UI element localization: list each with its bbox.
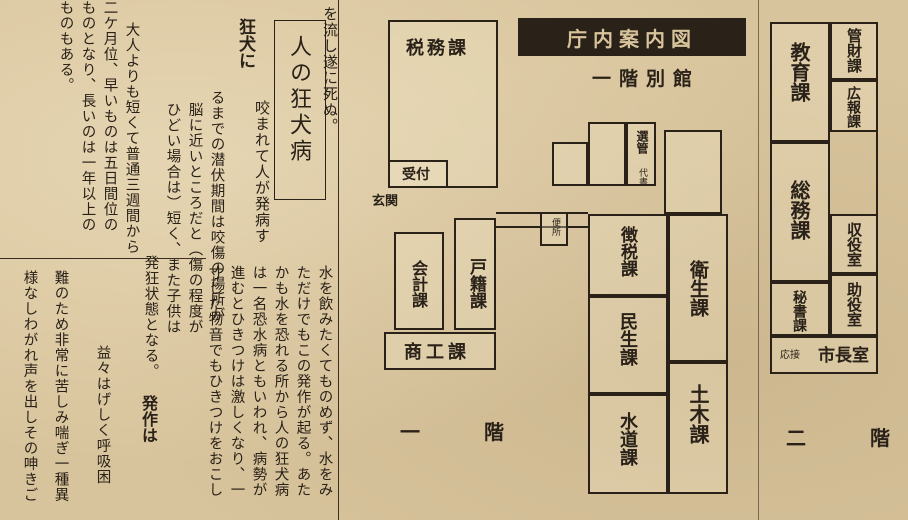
annex-title: 一階別館 [592, 68, 701, 90]
room-eisei: 衛生課 [668, 214, 728, 362]
text-column: ものもある。 [57, 0, 74, 93]
text-column: 益々はげしく呼吸困 [94, 345, 111, 485]
text-column: ものとなり、長いのは一年以上の [79, 0, 96, 233]
room-koho: 広報課 [830, 80, 878, 132]
text-column: は一名恐水病ともいわれ、病勢が [250, 265, 267, 498]
text-column: 大人よりも短くて普通三週間から [123, 22, 140, 255]
room-senkan: 選管 代書 [626, 122, 656, 186]
room-uketsuke: 受付 [388, 160, 448, 188]
text-column: 寸した物音でもひきつけをおこし [206, 265, 223, 498]
room-kyoiku: 教育課 [770, 22, 830, 142]
text-column: 発狂状態となる。 [142, 255, 159, 379]
article-title: 人の狂犬病 [286, 35, 311, 165]
text-column: 様なしわがれ声を出しその呻きご [21, 270, 38, 503]
subhead: 発作は [139, 395, 158, 443]
text-column: 脳に近いところだと（傷の程度が [186, 102, 203, 335]
entrance-label: 玄関 [372, 194, 399, 209]
room-somu: 総務課 [770, 142, 830, 282]
room-shuyaku: 収役室 [830, 214, 878, 274]
article-title-box: 人の狂犬病 [274, 20, 326, 200]
room-benjo: 便所 [540, 212, 568, 246]
text-column: ひどい場合は）短く、また子供は [164, 102, 181, 335]
floor-1-label: 一 階 [400, 420, 526, 444]
text-column: 水を飲みたくてものめず、水をみ [316, 265, 333, 498]
room-suido: 水道課 [588, 394, 668, 494]
room-hisho: 秘書課 [770, 282, 830, 336]
text-column: かも水を恐れる所から人の狂犬病 [272, 265, 289, 498]
subhead: 狂犬に [235, 18, 255, 69]
text-column: 二ケ月位、早いものは五日間位の [101, 0, 118, 233]
text-column: 進むとひきつけは激しくなり、一 [228, 265, 245, 498]
room-small [552, 142, 588, 186]
room-kanzai: 管財課 [830, 22, 878, 80]
text-column: 難のため非常に苦しみ喘ぎ一種異 [52, 270, 69, 503]
room-kaikei: 会計課 [394, 232, 444, 330]
room-small [588, 122, 626, 186]
room-doboku: 土木課 [668, 362, 728, 494]
room-choshu: 徴税課 [588, 214, 668, 296]
room-small [664, 130, 722, 214]
column-rule [0, 258, 206, 259]
room-shicho: 応接 市長室 [770, 336, 878, 374]
room-shoko: 商工課 [384, 332, 496, 370]
floor-2-label: 二 階 [786, 426, 908, 450]
room-koseki: 戸籍課 [454, 218, 496, 330]
text-column: るまでの潜伏期間は咬傷の場所が [208, 90, 225, 323]
section-rule [758, 0, 759, 520]
column-rule [338, 0, 339, 520]
floor-plan-banner: 庁内案内図 [518, 18, 746, 56]
text-column: ただけでもこの発作が起る。あた [294, 265, 311, 498]
text-column: 咬まれて人が発病す [253, 100, 271, 244]
room-joyaku: 助役室 [830, 274, 878, 336]
room-minsei: 民生課 [588, 296, 668, 394]
